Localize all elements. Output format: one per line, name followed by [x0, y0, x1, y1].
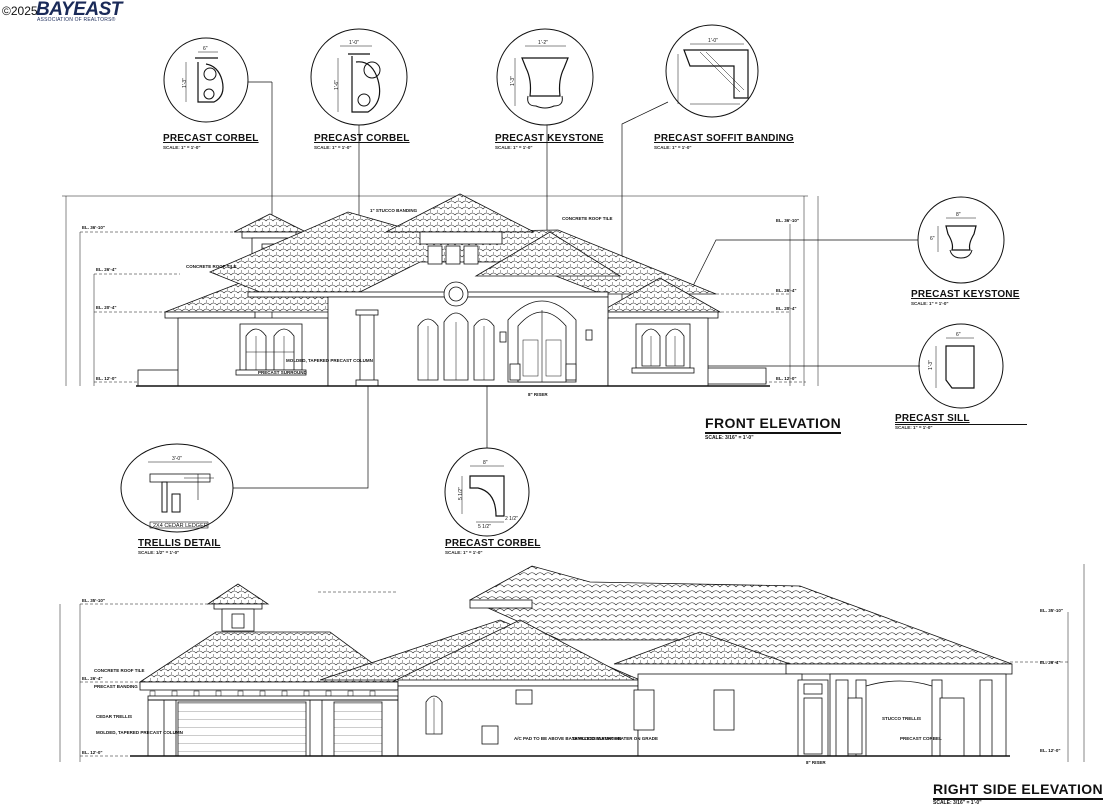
- side-level-right-ffe: EL. 12'-0": [1040, 748, 1060, 753]
- dim-keystone-w: 1'-2": [538, 40, 548, 46]
- front-note-column: MOLDED, TAPERED PRECAST COLUMN: [286, 358, 373, 363]
- side-note-tankless: TANKLESS WATER HEATER ON GRADE: [572, 736, 658, 741]
- dim-trellis-w: 3'-0": [172, 456, 182, 462]
- dim-sill-w: 6": [956, 332, 961, 338]
- side-elevation-title: RIGHT SIDE ELEVATION: [933, 781, 1104, 800]
- front-level-right-top: EL. 36'-10": [776, 218, 799, 223]
- callout-soffit-scale: SCALE: 1" = 1'-0": [654, 145, 692, 150]
- callout-corbel-3-title: PRECAST CORBEL: [445, 538, 541, 549]
- callout-trellis-title: TRELLIS DETAIL: [138, 538, 221, 549]
- dim-keystone-h: 1'-3": [510, 76, 516, 86]
- front-note-surround: PRECAST SURROUND: [258, 370, 308, 375]
- dim-corbel1-w: 6": [203, 46, 208, 52]
- front-note-tile: CONCRETE ROOF TILE: [186, 264, 237, 269]
- side-note-ac: A/C PAD TO BE ABOVE BASE FLOOD ELEVATION: [514, 736, 621, 741]
- front-elevation-title: FRONT ELEVATION: [705, 415, 842, 434]
- front-level-mid: EL. 26'-4": [96, 267, 116, 272]
- detail-keystone-2: [685, 196, 1005, 301]
- front-level-right-plate: EL. 20'-4": [776, 306, 796, 311]
- side-note-tile: CONCRETE ROOF TILE: [94, 668, 145, 673]
- dim-corbel3-w: 8": [483, 460, 488, 466]
- side-note-banding: PRECAST BANDING: [94, 684, 138, 689]
- callout-keystone-2-title: PRECAST KEYSTONE: [911, 289, 1020, 300]
- front-level-ffe: EL. 12'-0": [96, 376, 116, 381]
- side-note-riser: 8" RISER: [806, 760, 826, 765]
- front-level-right-mid: EL. 26'-4": [776, 288, 796, 293]
- dim-corbel3-c: 2 1/2": [505, 516, 518, 522]
- watermark-tagline: ASSOCIATION OF REALTORS®: [37, 17, 116, 23]
- detail-keystone-1: [496, 28, 594, 235]
- dim-keystone2-w: 8": [956, 212, 961, 218]
- front-level-plate: EL. 20'-4": [96, 305, 116, 310]
- dim-corbel2-h: 1'-6": [334, 80, 340, 90]
- callout-trellis-scale: SCALE: 1/2" = 1'-0": [138, 550, 180, 555]
- side-elevation: [59, 564, 1085, 762]
- front-level-right-ffe: EL. 12'-0": [776, 376, 796, 381]
- callout-sill-title: PRECAST SILL: [895, 413, 970, 424]
- detail-soffit-banding: [621, 24, 759, 318]
- side-level-top: EL. 35'-10": [82, 598, 105, 603]
- front-note-tile-2: CONCRETE ROOF TILE: [562, 216, 613, 221]
- callout-corbel-1-title: PRECAST CORBEL: [163, 133, 259, 144]
- callout-sill-scale: SCALE: 1" = 1'-0": [895, 425, 933, 430]
- dim-corbel3-h: 5 1/2": [458, 487, 464, 500]
- dim-corbel3-b: 5 1/2": [478, 524, 491, 530]
- callout-corbel-2-scale: SCALE: 1" = 1'-0": [314, 145, 352, 150]
- front-note-stucco: 1" STUCCO BANDING: [370, 208, 418, 213]
- side-level-right-plate: EL. 26'-4": [1040, 660, 1060, 665]
- callout-keystone-1-title: PRECAST KEYSTONE: [495, 133, 604, 144]
- annotation-labels: EL. 36'-10" EL. 26'-4" EL. 20'-4" EL. 12…: [82, 208, 1063, 765]
- front-note-riser: 8" RISER: [528, 392, 548, 397]
- dim-corbel1-h: 1'-3": [182, 78, 188, 88]
- callout-keystone-1-scale: SCALE: 1" = 1'-0": [495, 145, 533, 150]
- callout-corbel-2-title: PRECAST CORBEL: [314, 133, 410, 144]
- dim-keystone2-h: 6": [930, 236, 935, 242]
- detail-corbel-2: [310, 28, 408, 290]
- side-level-right-top: EL. 35'-10": [1040, 608, 1063, 613]
- detail-dimension-labels: 6" 1'-3" 1'-0" 1'-6" 1'-2" 1'-3" 1'-0" 8…: [153, 38, 961, 530]
- front-level-top: EL. 36'-10": [82, 225, 105, 230]
- side-elevation-scale: SCALE: 3/16" = 1'-0": [933, 800, 982, 806]
- front-elevation: [62, 193, 819, 387]
- callout-soffit-title: PRECAST SOFFIT BANDING: [654, 133, 794, 144]
- sill-underline: [895, 424, 1027, 425]
- front-elevation-scale: SCALE: 3/16" = 1'-0": [705, 435, 754, 441]
- trellis-ledger-label: 2X4 CEDAR LEDGER: [153, 523, 208, 529]
- side-note-column: MOLDED, TAPERED PRECAST COLUMN: [96, 730, 183, 735]
- side-level-plate: EL. 26'-4": [82, 676, 102, 681]
- callout-keystone-2-scale: SCALE: 1" = 1'-0": [911, 301, 949, 306]
- detail-trellis: [120, 318, 369, 533]
- detail-corbel-3: [444, 380, 530, 537]
- watermark-copyright: ©2025: [2, 4, 38, 18]
- watermark-brand: BAYEAST: [36, 0, 122, 20]
- side-note-trellis: CEDAR TRELLIS: [96, 714, 132, 719]
- dim-soffit-w: 1'-0": [708, 38, 718, 44]
- side-level-ffe: EL. 12'-0": [82, 750, 102, 755]
- callout-corbel-3-scale: SCALE: 1" = 1'-0": [445, 550, 483, 555]
- side-note-corbel: PRECAST CORBEL: [900, 736, 942, 741]
- callout-corbel-1-scale: SCALE: 1" = 1'-0": [163, 145, 201, 150]
- side-note-stucco-trellis: STUCCO TRELLIS: [882, 716, 921, 721]
- dim-sill-h: 1'-3": [928, 360, 934, 370]
- dim-corbel2-w: 1'-0": [349, 40, 359, 46]
